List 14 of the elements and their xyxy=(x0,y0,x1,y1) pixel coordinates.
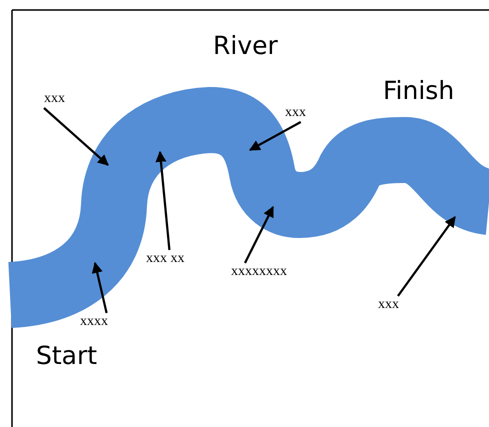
place-label: River xyxy=(213,33,278,58)
leader-line xyxy=(155,150,170,250)
place-label: Start xyxy=(36,343,98,368)
leader-line xyxy=(249,121,302,151)
callout-label: xxx xyxy=(285,106,306,120)
callout-label: xxxxxxxx xyxy=(231,265,287,279)
leader-line xyxy=(397,216,456,297)
leader-line xyxy=(244,206,274,264)
callout-label: xxx xyxy=(378,298,399,312)
place-label: Finish xyxy=(383,78,454,103)
leader-line xyxy=(43,107,109,166)
callout-label: xxx xx xyxy=(146,252,184,266)
callout-label: xxxx xyxy=(80,315,108,329)
callout-label: xxx xyxy=(44,92,65,106)
